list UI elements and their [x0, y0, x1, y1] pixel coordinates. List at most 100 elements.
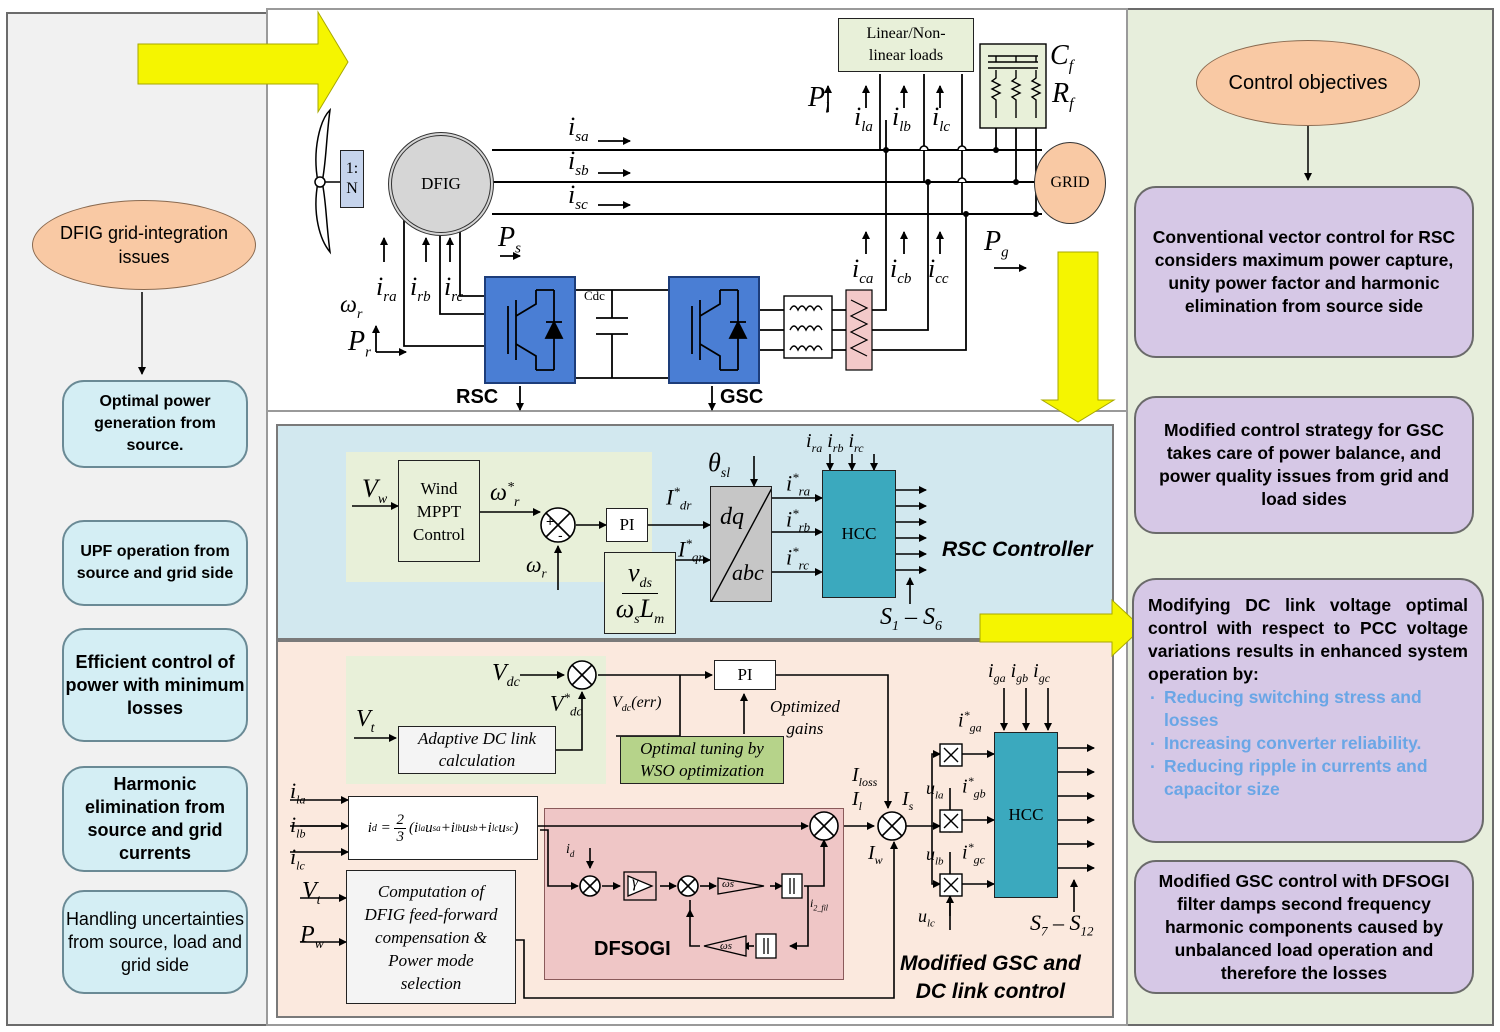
issue-2: UPF operation from source and grid side	[62, 520, 248, 606]
dc-link-bullet: Reducing switching stress and losses	[1150, 682, 1468, 732]
yellow-arrow-right-mid	[979, 598, 1143, 658]
objective-2: Modified control strategy for GSC takes …	[1134, 396, 1474, 534]
rsc-pi-block: PI	[606, 508, 648, 542]
vt-label: Vt	[356, 706, 375, 736]
gsc-controller-title: Modified GSC and DC link control	[900, 952, 1081, 1003]
dc-link-bullet: Increasing converter reliability.	[1150, 728, 1468, 755]
grid-integration-issues-title: DFIG grid-integration issues	[32, 200, 256, 290]
yellow-arrow-right-top	[137, 10, 349, 114]
isc-label: isc	[568, 180, 588, 214]
isb-label: isb	[568, 146, 589, 180]
ps-label: Ps	[498, 222, 521, 257]
dfsogi-label: DFSOGI	[594, 938, 671, 960]
wr-ref-label: ω*r	[490, 480, 520, 510]
s1-s6-label: S1 – S6	[880, 604, 942, 634]
transform-diagonal	[711, 488, 771, 602]
iloss-label: Iloss	[852, 764, 878, 789]
feedforward-computation-block: Computation of DFIG feed-forward compens…	[346, 870, 516, 1004]
ulc-label: ulc	[918, 906, 935, 930]
rsc-hcc-block: HCC	[822, 470, 896, 598]
irc-ref-label: i*rc	[786, 544, 809, 573]
ig-fb-label: iga igb igc	[988, 660, 1051, 685]
iw-label: Iw	[868, 842, 883, 867]
idr-ref-label: I*dr	[666, 484, 692, 513]
mppt-region	[346, 452, 652, 582]
irb-ref-label: i*rb	[786, 506, 811, 535]
rsc-label: RSC	[456, 386, 499, 408]
transformer-block: 1: N	[340, 150, 364, 208]
ws-label-2: ωs	[720, 940, 733, 952]
id-label: id	[566, 842, 575, 859]
svg-text:-: -	[558, 527, 563, 543]
rsc-controller-title: RSC Controller	[942, 538, 1093, 561]
dfig-machine: DFIG	[388, 132, 494, 236]
irb-label: irb	[410, 272, 431, 306]
wr-label: ωr	[340, 292, 363, 322]
shunt-filter-icon	[979, 43, 1047, 129]
dq-abc-transform	[710, 486, 772, 602]
interface-reactor-icon	[845, 289, 873, 371]
wind-turbine-icon	[314, 107, 342, 255]
igb-ref-label: i*gb	[962, 774, 986, 801]
pg-label: Pg	[984, 226, 1009, 261]
i2-fil-label: i2_fil	[810, 896, 829, 913]
vw-label: Vw	[362, 474, 388, 508]
is-label: Is	[902, 788, 914, 813]
ilb-label: ilb	[892, 102, 911, 136]
adaptive-dc-link-block: Adaptive DC link calculation	[398, 726, 556, 774]
vt-ff-label: Vt	[302, 878, 321, 908]
cdc-label: Cdc	[584, 288, 605, 303]
pl-label: Pl	[808, 82, 830, 117]
gsc-label: GSC	[720, 386, 764, 408]
vds-ratio-block: vds ωsLm	[604, 552, 676, 634]
vdc-label: Vdc	[492, 660, 520, 690]
wr-fb-label: ωr	[526, 552, 547, 581]
ila-in-label: ila	[290, 778, 306, 807]
filter-inductor-icon	[783, 295, 833, 359]
iga-ref-label: i*ga	[958, 708, 982, 735]
icc-label: icc	[928, 254, 949, 288]
issue-1: Optimal power generation from source.	[62, 380, 248, 468]
rf-label: Rf	[1052, 78, 1074, 113]
ira-label: ira	[376, 272, 397, 306]
s7-s12-label: S7 – S12	[1030, 910, 1094, 939]
iqr-ref-label: I*qr	[678, 536, 704, 565]
theta-label: θsl	[708, 448, 731, 482]
wso-optimization-block: Optimal tuning by WSO optimization	[620, 736, 784, 784]
dq-label: dq	[720, 504, 744, 530]
dc-link-bullet: Reducing ripple in currents and capacito…	[1150, 751, 1468, 801]
issue-4: Harmonic elimination from source and gri…	[62, 766, 248, 872]
igc-ref-label: i*gc	[962, 840, 985, 867]
svg-text:+: +	[546, 513, 554, 529]
ula-label: ula	[926, 778, 944, 802]
objective-dc-link-bullets: Reducing switching stress and losses Inc…	[1148, 682, 1468, 801]
ira-ref-label: i*ra	[786, 470, 811, 499]
grid-source: GRID	[1034, 142, 1106, 224]
gamma-label: γ	[632, 874, 639, 891]
igbt-icon	[507, 289, 564, 371]
ws-label-1: ωs	[722, 878, 735, 890]
gsc-converter	[668, 276, 760, 384]
issue-3: Efficient control of power with minimum …	[62, 628, 248, 742]
isa-label: isa	[568, 112, 589, 146]
objective-3: Modified GSC control with DFSOGI filter …	[1134, 860, 1474, 994]
control-objectives-title: Control objectives	[1196, 40, 1420, 126]
abc-label: abc	[732, 560, 764, 585]
rsc-converter	[484, 276, 576, 384]
ilc-label: ilc	[932, 102, 951, 136]
issue-5: Handling uncertainties from source, load…	[62, 890, 248, 994]
vdc-ref-label: V*dc	[550, 690, 583, 719]
icb-label: icb	[890, 254, 912, 288]
objective-dc-link-intro: Modifying DC link voltage optimal contro…	[1148, 595, 1468, 684]
objective-1: Conventional vector control for RSC cons…	[1134, 186, 1474, 358]
pr-label: Pr	[348, 326, 371, 361]
il-label: Il	[852, 788, 863, 813]
yellow-arrow-down	[1040, 251, 1116, 423]
gsc-hcc-block: HCC	[994, 732, 1058, 898]
ica-label: ica	[852, 254, 874, 288]
irc-label: irc	[444, 272, 464, 306]
cf-label: Cf	[1050, 40, 1074, 75]
pw-label: Pw	[300, 922, 325, 952]
wind-mppt-block: Wind MPPT Control	[398, 460, 480, 562]
